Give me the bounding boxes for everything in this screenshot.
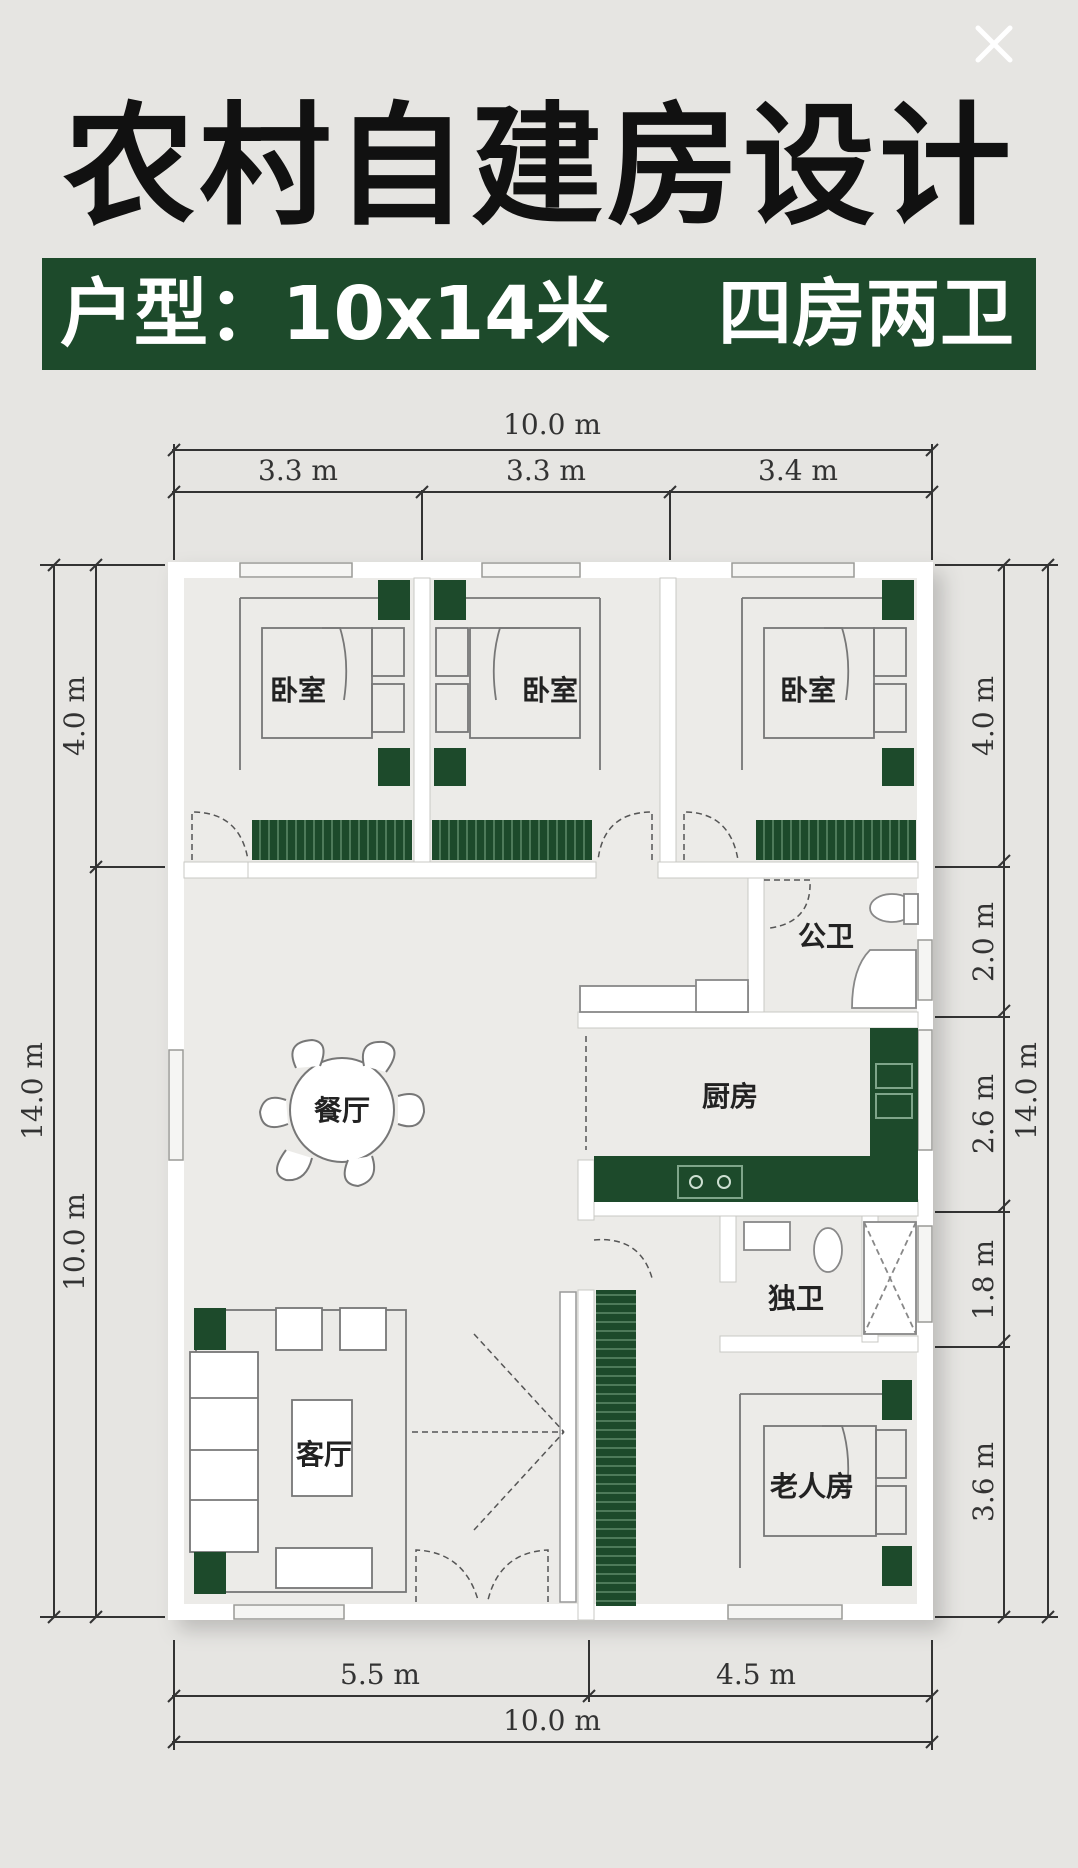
dimension-lines — [40, 443, 1058, 1750]
bedroom-2-nightstand-top — [434, 580, 466, 620]
bedroom-3-wardrobe — [756, 820, 916, 860]
living-room-furniture — [189, 1307, 407, 1593]
dining-table-set — [258, 1038, 426, 1188]
room-label-kitchen: 厨房 — [702, 1080, 758, 1113]
bedroom-2-wardrobe — [432, 820, 592, 860]
dim-right-3: 2.6 m — [967, 1074, 1000, 1154]
bedroom-2-furniture — [435, 597, 601, 770]
bedroom-1-nightstand-top — [378, 580, 410, 620]
dim-left-1: 4.0 m — [58, 676, 91, 756]
room-label-bedroom-3: 卧室 — [780, 674, 836, 707]
entrance-door — [412, 1333, 565, 1602]
layout-banner: 户型：10x14米 四房两卫 — [42, 258, 1036, 370]
bedroom-3-door — [683, 811, 739, 861]
bedroom-3-nightstand-top — [882, 580, 914, 620]
page-title: 农村自建房设计 — [63, 90, 1015, 244]
dim-left-2: 10.0 m — [58, 1193, 91, 1291]
bedroom-1-nightstand-bottom — [378, 748, 410, 786]
dim-bottom-1: 5.5 m — [340, 1658, 420, 1691]
bedroom-1-furniture — [239, 597, 405, 770]
elder-room-wardrobe — [596, 1290, 636, 1606]
room-label-private-bath: 独卫 — [768, 1282, 824, 1315]
close-icon — [975, 25, 1013, 63]
bedroom-3-furniture — [741, 597, 907, 770]
interior-walls — [183, 577, 919, 1621]
room-label-bedroom-2: 卧室 — [522, 674, 578, 707]
elder-room-nightstand-bottom — [882, 1546, 912, 1586]
room-label-elder-room: 老人房 — [770, 1470, 854, 1503]
room-label-living: 客厅 — [296, 1438, 352, 1471]
kitchen-counters — [594, 1028, 918, 1202]
elder-room-furniture — [739, 1393, 907, 1568]
room-label-public-bath: 公卫 — [798, 920, 854, 953]
dim-right-1: 4.0 m — [967, 676, 1000, 756]
room-label-dining: 餐厅 — [314, 1094, 370, 1127]
bedroom-1-wardrobe — [252, 820, 412, 860]
public-bath-fixtures — [579, 893, 919, 1013]
bedroom-2-nightstand-bottom — [434, 748, 466, 786]
elder-room-nightstand-top — [882, 1380, 912, 1420]
living-room-side-table-bottom — [194, 1552, 226, 1594]
dim-top-total: 10.0 m — [503, 408, 601, 441]
room-count-label: 四房两卫 — [718, 271, 1014, 357]
dim-left-total: 14.0 m — [16, 1042, 49, 1140]
bedroom-1-door — [191, 811, 249, 861]
dim-right-total: 14.0 m — [1010, 1042, 1043, 1140]
private-bath-fixtures — [743, 1221, 917, 1335]
dim-right-4: 1.8 m — [967, 1240, 1000, 1320]
dim-bottom-2: 4.5 m — [716, 1658, 796, 1691]
dim-top-3: 3.4 m — [758, 454, 838, 487]
dim-top-2: 3.3 m — [506, 454, 586, 487]
close-button[interactable] — [966, 16, 1022, 72]
bedroom-3-nightstand-bottom — [882, 748, 914, 786]
room-label-bedroom-1: 卧室 — [270, 674, 326, 707]
windows — [168, 562, 933, 1620]
dim-bottom-total: 10.0 m — [503, 1704, 601, 1737]
dim-top-1: 3.3 m — [258, 454, 338, 487]
dim-right-5: 3.6 m — [967, 1442, 1000, 1522]
layout-size-label: 户型：10x14米 — [60, 271, 610, 357]
dim-right-2: 2.0 m — [967, 902, 1000, 982]
bedroom-2-door — [597, 811, 653, 861]
living-room-side-table-top — [194, 1308, 226, 1350]
